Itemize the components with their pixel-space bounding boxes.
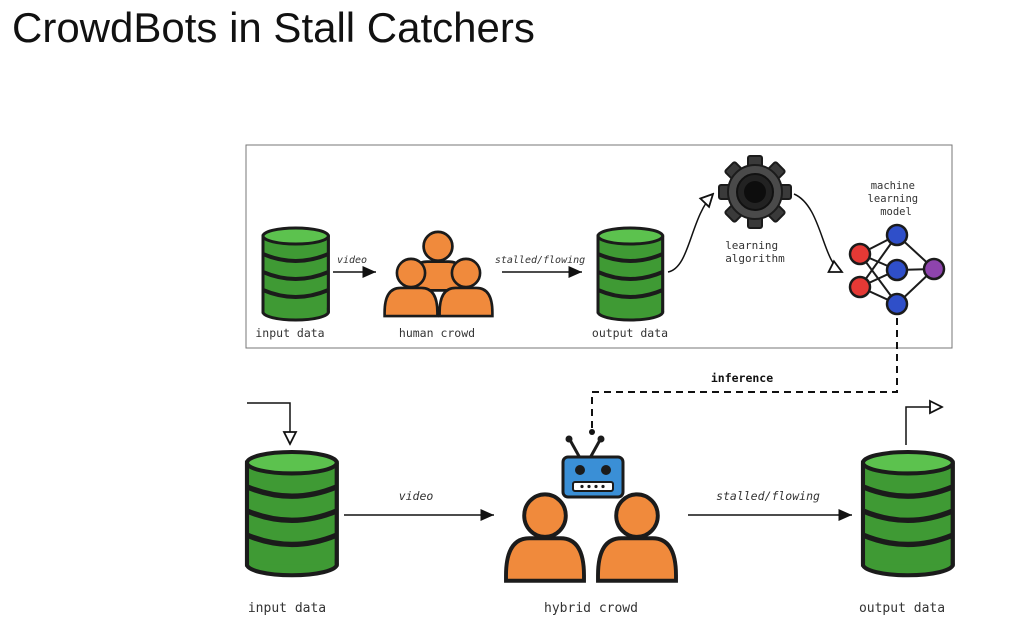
hybrid-crowd-label: hybrid crowd	[544, 601, 638, 616]
algorithm-label: learning algorithm	[725, 239, 785, 265]
curve-to-algorithm	[667, 194, 713, 273]
robot-icon	[561, 435, 625, 499]
top-video-label: video	[337, 255, 367, 266]
model-label: machine learning model	[868, 180, 925, 218]
bottom-input-label: input data	[248, 601, 326, 616]
bottom-entry-arrow	[247, 402, 290, 444]
bottom-labels-label: stalled/flowing	[716, 489, 820, 503]
inference-label: inference	[711, 371, 773, 385]
hybrid-crowd-icon	[504, 492, 678, 583]
neural-network-icon	[848, 223, 946, 316]
bottom-input-database-icon	[247, 452, 337, 575]
bottom-output-database-icon	[863, 452, 953, 575]
slide-title: CrowdBots in Stall Catchers	[12, 4, 535, 51]
bottom-exit-arrow	[905, 407, 942, 445]
human-crowd-label: human crowd	[399, 326, 475, 340]
top-input-database-icon	[261, 226, 331, 322]
top-labels-label: stalled/flowing	[495, 255, 585, 266]
top-input-label: input data	[255, 326, 324, 340]
curve-to-model	[793, 193, 842, 272]
bottom-video-label: video	[399, 489, 434, 503]
training-pipeline-box	[245, 144, 953, 349]
gear-icon	[718, 155, 792, 229]
inference-dashed-line	[591, 318, 898, 430]
top-output-label: output data	[592, 326, 668, 340]
bottom-output-label: output data	[859, 601, 945, 616]
inference-endpoint	[589, 429, 595, 435]
top-output-database-icon	[596, 226, 665, 322]
human-crowd-icon	[383, 230, 494, 318]
